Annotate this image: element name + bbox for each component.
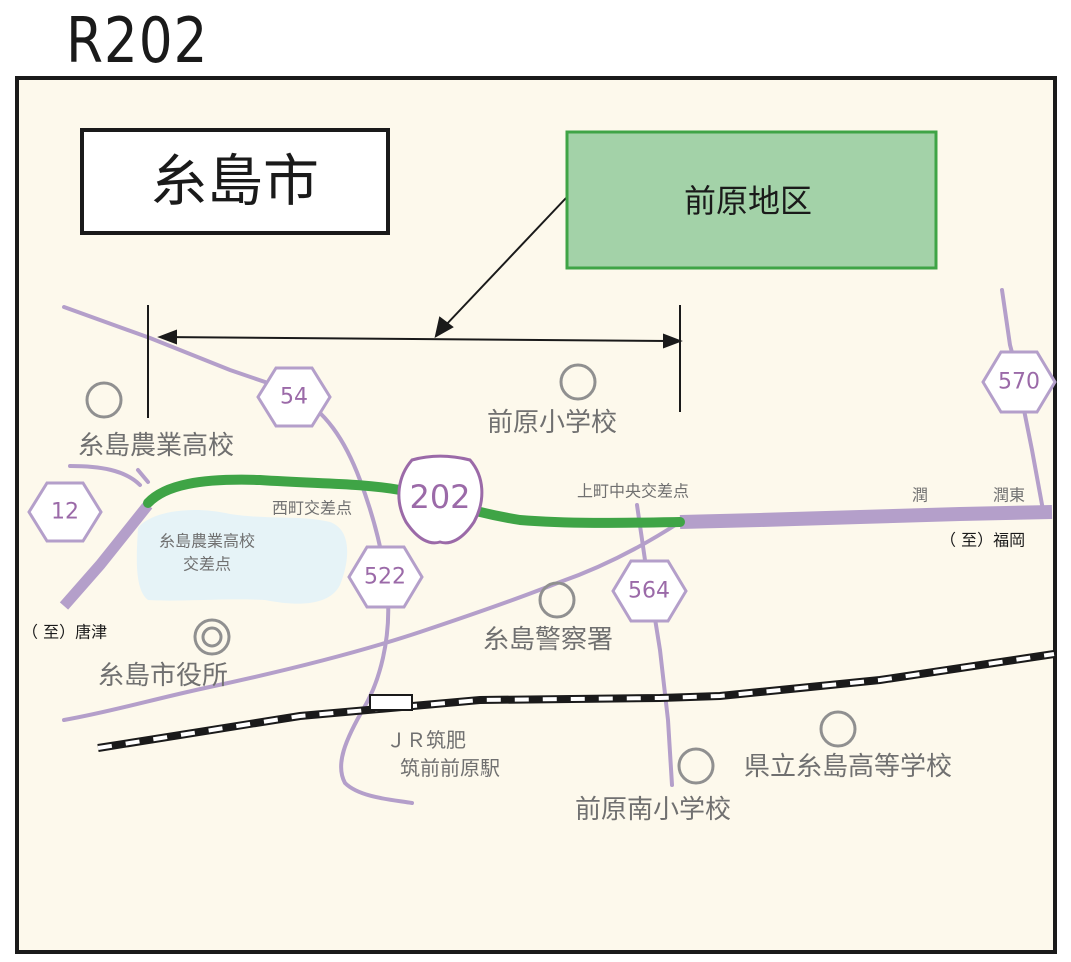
landmark-markers bbox=[85, 363, 857, 785]
label-city-hall: 糸島市役所 bbox=[98, 661, 228, 691]
shield-202: 202 bbox=[397, 454, 484, 545]
road-diagonal bbox=[62, 520, 682, 722]
city-box bbox=[80, 128, 390, 235]
label-police: 糸島警察署 bbox=[483, 625, 613, 655]
road-564 bbox=[635, 503, 674, 787]
station-marker bbox=[369, 694, 413, 711]
road-522 bbox=[293, 393, 414, 805]
water-area bbox=[136, 510, 348, 604]
label-nogyo-intersection-2: 交差点 bbox=[183, 555, 231, 574]
itoshima-nogyo-marker bbox=[85, 381, 123, 419]
label-itoshima-nogyo: 糸島農業高校 bbox=[78, 431, 234, 461]
police-marker bbox=[538, 581, 576, 619]
label-itoshima-hs: 県立糸島高等学校 bbox=[744, 752, 952, 782]
svg-text:54: 54 bbox=[280, 385, 308, 410]
secondary-roads bbox=[62, 288, 1045, 805]
city-hall-marker-inner bbox=[201, 626, 223, 648]
svg-text:522: 522 bbox=[364, 565, 406, 590]
road-nogyo-west bbox=[68, 464, 142, 487]
label-nishimachi: 西町交差点 bbox=[272, 499, 352, 518]
svg-text:570: 570 bbox=[998, 370, 1040, 395]
shield-522: 522 bbox=[347, 545, 424, 609]
shield-12: 12 bbox=[27, 481, 103, 543]
road-570-south bbox=[1020, 398, 1045, 512]
shield-564: 564 bbox=[611, 559, 688, 623]
label-maebaru-minami: 前原南小学校 bbox=[575, 795, 731, 825]
route-title: R202 bbox=[66, 4, 209, 77]
maebaru-minami-marker bbox=[677, 747, 715, 785]
city-hall-marker bbox=[193, 618, 231, 656]
maebaru-elem-marker bbox=[559, 363, 597, 401]
label-kamimachi: 上町中央交差点 bbox=[577, 482, 689, 501]
shield-570: 570 bbox=[981, 350, 1057, 414]
shield-54: 54 bbox=[256, 366, 332, 428]
label-maebaru-elem: 前原小学校 bbox=[487, 408, 617, 438]
label-to-karatsu: （ 至）唐津 bbox=[22, 623, 107, 642]
svg-text:564: 564 bbox=[628, 579, 670, 604]
road-stub bbox=[136, 468, 150, 484]
label-station-1: ＪＲ筑肥 bbox=[386, 728, 466, 752]
label-uru-higashi: 潤東 bbox=[993, 486, 1025, 505]
district-box bbox=[565, 130, 938, 270]
district-span bbox=[147, 197, 683, 418]
city-name: 糸島市 bbox=[151, 150, 319, 215]
label-station-2: 筑前前原駅 bbox=[400, 756, 500, 780]
railway-jr-chikuhi bbox=[97, 650, 1055, 752]
route-202-east bbox=[679, 505, 1053, 529]
route-202-west bbox=[59, 501, 153, 610]
label-nogyo-intersection-1: 糸島農業高校 bbox=[159, 532, 255, 551]
svg-text:202: 202 bbox=[409, 478, 470, 516]
label-uru: 潤 bbox=[912, 486, 928, 505]
svg-text:12: 12 bbox=[51, 500, 79, 525]
label-to-fukuoka: （ 至）福岡 bbox=[940, 531, 1025, 550]
itoshima-hs-marker bbox=[819, 710, 857, 748]
district-name: 前原地区 bbox=[684, 182, 812, 220]
